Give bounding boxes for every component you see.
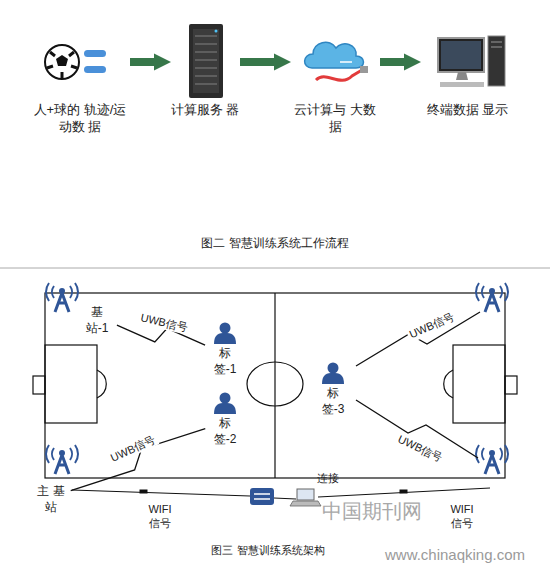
base-station-antenna	[476, 445, 508, 474]
flow-step: 终端数据 显示	[420, 22, 515, 119]
wifi-router-icon	[250, 488, 274, 505]
wifi-label: WIFI 信号	[142, 503, 178, 531]
figure-caption: 图三 智慧训练系统架构	[211, 544, 324, 558]
computer-icon	[488, 36, 505, 86]
cloud-icon	[316, 70, 362, 80]
wifi-link	[72, 490, 250, 496]
laptop-icon	[297, 489, 314, 500]
node-text: 主 基站	[34, 484, 68, 515]
football-field	[33, 293, 517, 478]
wifi-link	[274, 498, 296, 499]
computer-icon	[456, 72, 468, 80]
football-field	[33, 376, 45, 394]
cloud-icon	[340, 61, 352, 63]
tag: 标 签-1	[208, 322, 242, 377]
ball-data-icon	[84, 50, 106, 57]
server-icon	[195, 36, 217, 84]
flow-step: 人+球的 轨迹/运动数 据	[30, 22, 130, 136]
wifi-label: WIFI 信号	[444, 503, 480, 531]
main-base-station: 主 基站	[34, 484, 68, 515]
computer-icon	[438, 36, 505, 87]
cloud-icon	[360, 66, 368, 73]
football-field	[505, 376, 517, 394]
node-text: 标 签-3	[316, 386, 350, 417]
football-field	[45, 345, 97, 423]
flow-arrow	[240, 58, 274, 66]
football-field	[45, 293, 505, 478]
node-text: 终端数据 显示	[420, 102, 515, 119]
watermark: 中国期刊网	[322, 499, 422, 524]
node-text: 标 签-1	[208, 346, 242, 377]
signal-label: UWB信号	[107, 432, 159, 466]
node-text: 计算服务 器	[170, 102, 240, 119]
base-station-antenna	[46, 283, 78, 312]
wifi-link	[140, 490, 147, 493]
uwb-signal-line	[71, 429, 206, 491]
ball-data-icon	[45, 45, 79, 79]
cloud-icon	[305, 42, 368, 80]
wifi-link	[72, 488, 490, 499]
football-field	[274, 293, 275, 478]
wifi-router-icon	[250, 488, 274, 505]
tag-person-icon	[214, 323, 236, 345]
wifi-link	[400, 490, 407, 493]
ball-data-icon	[56, 55, 68, 66]
page-separator	[0, 268, 550, 269]
base-station-antenna	[46, 445, 78, 474]
ball-data-icon	[45, 45, 106, 79]
watermark-url: www.chinaqking.com	[385, 546, 525, 565]
laptop-icon	[290, 489, 321, 506]
node-text: 云计算与 大数据	[290, 102, 380, 136]
football-field	[247, 362, 303, 406]
node-text: 标 签-2	[208, 416, 242, 447]
ball-data-icon	[47, 52, 77, 79]
laptop-icon	[290, 501, 321, 506]
tag-person-icon	[214, 393, 236, 415]
football-field	[453, 345, 505, 423]
server-icon	[215, 30, 218, 33]
computer-icon	[440, 82, 484, 87]
computer-icon	[441, 41, 481, 69]
flow-arrow	[380, 58, 404, 66]
flow-arrow	[130, 58, 154, 66]
football-field	[97, 370, 106, 398]
wifi-router-icon	[254, 494, 270, 499]
computer-icon	[491, 42, 502, 47]
base-station-antenna	[476, 283, 508, 312]
tag: 标 签-2	[208, 392, 242, 447]
node-text: 人+球的 轨迹/运动数 据	[30, 102, 130, 136]
football-field	[444, 370, 453, 398]
wifi-link	[318, 488, 490, 497]
server-icon	[189, 24, 223, 98]
computer-icon	[438, 38, 484, 72]
signal-label: UWB信号	[394, 432, 447, 466]
link-label: 连接	[317, 472, 339, 486]
tag: 标 签-3	[316, 362, 350, 417]
flow-step: 计算服务 器	[170, 22, 240, 119]
ball-data-icon	[84, 66, 106, 73]
server-icon	[193, 29, 219, 93]
figure-caption: 图二 智慧训练系统工作流程	[201, 236, 348, 251]
cloud-icon	[305, 42, 364, 68]
node-text: 基 站-1	[80, 305, 114, 336]
base-station: 基 站-1	[80, 305, 114, 336]
server-icon	[189, 24, 223, 98]
flow-step: 云计算与 大数据	[290, 22, 380, 136]
signal-label: UWB信号	[406, 309, 459, 343]
tag-person-icon	[322, 363, 344, 385]
